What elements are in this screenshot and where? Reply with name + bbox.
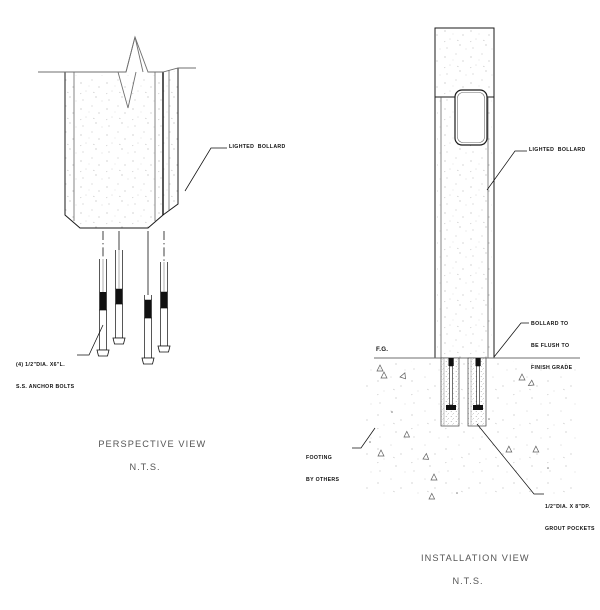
grout-pocket-1-bolt-shank: [449, 365, 454, 406]
bolt-shank-3: [144, 317, 152, 359]
aggregate-5: [403, 430, 411, 438]
grout-pocket-1-bolt-nut: [446, 405, 456, 410]
bolt-nut-4: [157, 345, 171, 353]
soil-dot-2: [456, 492, 458, 494]
bollard-cap: [434, 27, 495, 98]
label-finish-grade: F.G.: [376, 346, 389, 353]
aggregate-11: [505, 445, 513, 453]
bolt-thread-1: [99, 291, 107, 311]
label-grout-pockets-line1: 1/2"DIA. x 8"DP.: [545, 503, 591, 510]
anchor-bolt-2: [112, 231, 126, 345]
installation-view-group: [352, 27, 580, 500]
soil-dot-4: [547, 467, 549, 469]
bolt-shank-4: [160, 307, 168, 347]
label-anchor-bolts: (4) 1/2"DIA. x6"L. S.S. ANCHOR BOLTS: [16, 347, 74, 406]
bolt-thread-3: [144, 299, 152, 319]
bolt-nut-2: [112, 337, 126, 345]
break-line-zigzag: [110, 35, 196, 73]
label-lighted-bollard-perspective: LIGHTED BOLLARD: [229, 144, 286, 150]
label-anchor-bolts-line1: (4) 1/2"DIA. x6"L.: [16, 361, 65, 368]
perspective-view-group: [38, 35, 227, 365]
aggregate-8: [428, 492, 436, 500]
leader-lighted-bollard-perspective: [184, 147, 227, 192]
caption-perspective-title: PERSPECTIVE VIEW: [98, 438, 207, 449]
aggregate-2: [380, 371, 388, 379]
grout-pocket-2-bolt-nut: [473, 405, 483, 410]
leader-footing-by-others: [352, 427, 376, 449]
grout-pocket-2-bolt-head: [475, 358, 481, 366]
aggregate-7: [422, 452, 430, 460]
label-grout-pockets: 1/2"DIA. x 8"DP. GROUT POCKETS: [545, 489, 595, 548]
break-line-peak: [125, 36, 144, 73]
aggregate-10: [527, 379, 535, 387]
light-lens-inner: [457, 92, 485, 143]
label-grout-pockets-line2: GROUT POCKETS: [545, 526, 595, 533]
caption-installation-view: INSTALLATION VIEW N.T.S.: [398, 541, 538, 610]
label-flush-grade-line1: BOLLARD TO: [531, 320, 569, 327]
caption-perspective-sub: N.T.S.: [129, 461, 161, 472]
soil-dot-5: [369, 441, 371, 443]
leader-lighted-bollard-installation: [486, 150, 527, 191]
aggregate-9: [518, 373, 526, 381]
soil-dot-3: [488, 418, 490, 420]
aggregate-12: [532, 445, 540, 453]
label-flush-grade-line2: BE FLUSH TO: [531, 343, 570, 350]
bolt-shank-2: [115, 303, 123, 339]
caption-installation-title: INSTALLATION VIEW: [420, 552, 530, 563]
label-anchor-bolts-line2: S.S. ANCHOR BOLTS: [16, 384, 75, 391]
soil-dot-1: [391, 411, 393, 413]
light-lens-window: [454, 89, 488, 146]
label-flush-grade: BOLLARD TO BE FLUSH TO FINISH GRADE: [531, 306, 572, 387]
caption-installation-sub: N.T.S.: [452, 575, 484, 586]
label-footing-by-others: FOOTING BY OTHERS: [306, 440, 339, 499]
bollard-outline-right: [162, 68, 179, 216]
grout-pocket-1-bolt-head: [448, 358, 454, 366]
aggregate-3: [399, 372, 406, 380]
label-flush-grade-line3: FINISH GRADE: [531, 365, 573, 372]
bolt-thread-2: [115, 288, 123, 305]
grout-pocket-2-bolt-shank: [476, 365, 481, 406]
label-lighted-bollard-installation: LIGHTED BOLLARD: [529, 147, 586, 153]
leader-grout-pockets: [476, 423, 544, 495]
installation-bollard-outline: [434, 27, 495, 358]
anchor-bolt-1: [96, 231, 110, 357]
bolt-thread-4: [160, 291, 168, 309]
leader-flush-grade: [493, 322, 529, 358]
aggregate-1: [376, 364, 384, 372]
bollard-body-fill: [65, 75, 163, 228]
anchor-bolt-3: [141, 231, 155, 365]
caption-perspective-view: PERSPECTIVE VIEW N.T.S.: [80, 427, 210, 496]
label-footing-line1: FOOTING: [306, 454, 333, 461]
aggregate-4: [377, 449, 385, 457]
aggregate-6: [430, 473, 438, 481]
bolt-nut-1: [96, 349, 110, 357]
break-line-valley: [117, 71, 137, 109]
bolt-nut-3: [141, 357, 155, 365]
bollard-side-fill: [163, 70, 178, 215]
grout-pocket-2: [467, 357, 487, 427]
anchor-bolt-4: [157, 231, 171, 353]
label-footing-line2: BY OTHERS: [306, 477, 340, 484]
leader-anchor-bolts: [77, 324, 104, 356]
grout-pocket-1: [440, 357, 460, 427]
